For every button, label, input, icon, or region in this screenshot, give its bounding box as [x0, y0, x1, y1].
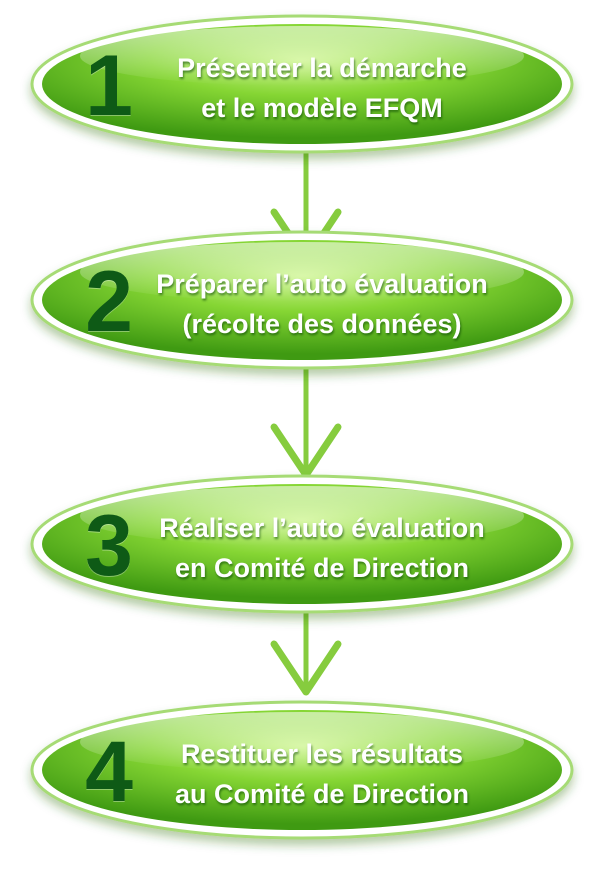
step-2: 2 Préparer l’auto évaluation (récolte de…: [28, 228, 576, 376]
step-number: 2: [85, 254, 133, 350]
step-3: 3 Réaliser l’auto évaluation en Comité d…: [28, 472, 576, 620]
step-4: 4 Restituer les résultats au Comité de D…: [28, 698, 576, 846]
step-label-line-2: et le modèle EFQM: [201, 93, 443, 123]
step-label: Présenter la démarche et le modèle EFQM: [124, 46, 520, 130]
step-1: 1 Présenter la démarche et le modèle EFQ…: [28, 12, 576, 160]
step-label: Réaliser l’auto évaluation en Comité de …: [124, 506, 520, 590]
step-label-line-2: en Comité de Direction: [174, 553, 470, 583]
step-ellipse: [30, 700, 574, 840]
step-ellipse: [30, 230, 574, 370]
step-label-line-2: (récolte des données): [182, 309, 462, 339]
step-label-line-1: Préparer l’auto évaluation: [156, 269, 488, 299]
step-label-line-1: Restituer les résultats: [180, 739, 464, 769]
step-ellipse: [30, 474, 574, 614]
step-label-line-1: Réaliser l’auto évaluation: [159, 513, 485, 543]
step-number: 1: [85, 38, 133, 134]
step-label-line-2: au Comité de Direction: [174, 779, 470, 809]
step-number: 4: [85, 724, 133, 820]
step-label-line-1: Présenter la démarche: [177, 53, 467, 83]
step-number: 3: [85, 498, 133, 594]
step-ellipse: [30, 14, 574, 154]
down-arrow-icon: [270, 365, 342, 479]
step-label: Restituer les résultats au Comité de Dir…: [124, 732, 520, 816]
step-label: Préparer l’auto évaluation (récolte des …: [124, 262, 520, 346]
